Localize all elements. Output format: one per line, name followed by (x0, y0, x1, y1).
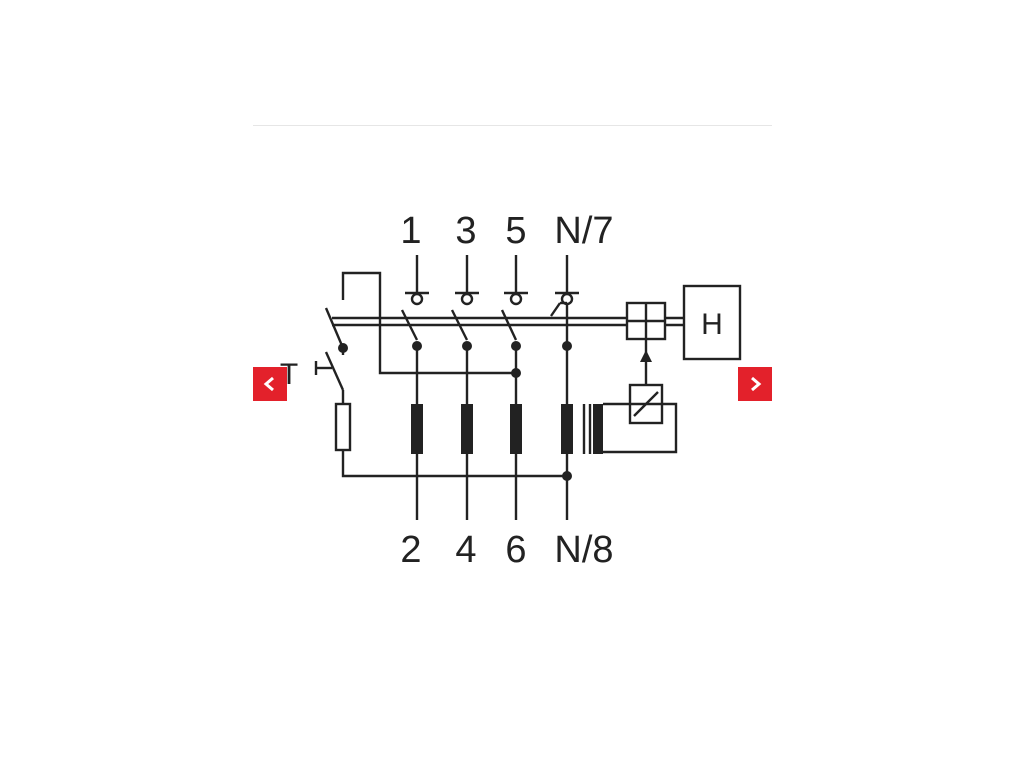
bottom-terminal-label: 2 (400, 529, 421, 571)
gallery-next-button[interactable] (738, 367, 772, 401)
h-box (682, 284, 742, 361)
top-terminal-label: 5 (505, 210, 526, 252)
product-image-gallery: 1 3 5 N/7 (253, 125, 772, 645)
gallery-prev-button[interactable] (253, 367, 287, 401)
chevron-right-icon (738, 367, 772, 401)
test-circuit (314, 271, 572, 481)
main-contacts (400, 301, 567, 341)
bottom-terminal-label: N/8 (554, 529, 613, 571)
gallery-top-divider (253, 125, 772, 126)
bottom-terminal-label: 4 (455, 529, 476, 571)
top-terminals (405, 255, 579, 306)
top-terminal-label: N/7 (554, 210, 613, 252)
bottom-terminal-label: 6 (505, 529, 526, 571)
release-latch (625, 301, 667, 385)
relay-coil (603, 383, 678, 454)
h-box-label: H (701, 308, 723, 341)
top-terminal-label: 3 (455, 210, 476, 252)
pole-conductors (412, 303, 572, 520)
chevron-left-icon (253, 367, 287, 401)
rcd-wiring-diagram: 1 3 5 N/7 (280, 210, 742, 571)
summation-transformer (411, 404, 603, 454)
top-terminal-label: 1 (400, 210, 421, 252)
